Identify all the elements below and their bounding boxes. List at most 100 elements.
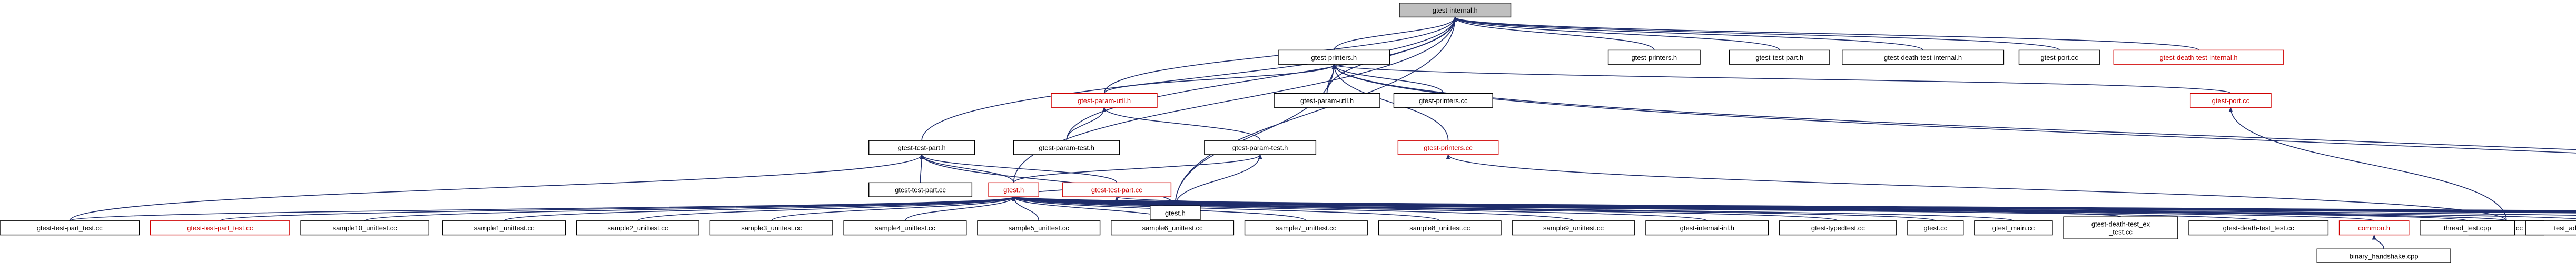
graph-node[interactable]: binary_handshake.cpp (2316, 248, 2451, 263)
graph-node-box (576, 220, 699, 236)
graph-node-box (2189, 93, 2272, 108)
graph-node[interactable]: gtest-test-part_test.cc (150, 220, 290, 236)
graph-node[interactable]: gtest-param-util.h (1051, 93, 1158, 108)
graph-node-box (1645, 220, 1769, 236)
dependency-edge (1453, 16, 1655, 50)
graph-node[interactable]: gtest-test-part_test.cc (0, 220, 140, 236)
graph-node[interactable]: gtest-death-test_test.cc (2188, 220, 2329, 236)
dependency-edge (1331, 64, 2576, 150)
graph-node-label: sample3_unittest.cc (741, 224, 802, 232)
dependency-edge (2372, 234, 2384, 249)
graph-node[interactable]: gtest-param-test.h (1204, 140, 1317, 155)
graph-node[interactable]: gtest-typedtest.cc (1779, 220, 1897, 236)
graph-node-box (1150, 205, 1201, 220)
graph-node[interactable]: gtest-printers.h (1607, 49, 1701, 65)
graph-node[interactable]: gtest-death-test_ex_test.cc (2063, 216, 2178, 239)
graph-node-label: gtest-death-test_test.cc (2223, 224, 2295, 232)
dependency-edge (1102, 107, 1261, 141)
graph-node-label: gtest.h (1003, 186, 1024, 194)
graph-node[interactable]: gtest-test-part.cc (1062, 182, 1172, 197)
graph-node-box (1974, 220, 2053, 236)
graph-node-box (988, 182, 1039, 197)
graph-node[interactable]: test_addon_manager.cpp (2525, 220, 2576, 236)
graph-node-label: sample4_unittest.cc (875, 224, 935, 232)
graph-node-label: gtest_main.cc (1992, 224, 2035, 232)
dependency-edge (364, 196, 1016, 221)
dependency-edge (920, 154, 1118, 183)
dependency-edge (1011, 196, 1440, 221)
graph-node[interactable]: common.h (2338, 220, 2410, 236)
graph-node-label: gtest-death-test-internal.h (2159, 54, 2237, 62)
dependency-edge (1012, 196, 2507, 221)
dependency-edge (1446, 154, 2507, 221)
graph-node[interactable]: gtest-death-test-internal.h (1842, 49, 2005, 65)
graph-node-label: gtest-internal.h (1433, 6, 1478, 14)
graph-node-box (1842, 49, 2005, 65)
graph-node-box (1512, 220, 1635, 236)
graph-node-label: gtest-test-part.cc (1091, 186, 1142, 194)
graph-node[interactable]: sample4_unittest.cc (843, 220, 967, 236)
dependency-edge (1012, 196, 1708, 221)
graph-node-label: gtest-test-part.h (898, 144, 946, 152)
dependency-edge (1175, 154, 1262, 206)
graph-node-box (1399, 3, 1512, 18)
dependency-edge (1332, 64, 2232, 94)
graph-node[interactable]: gtest-death-test-internal.h (2113, 49, 2284, 65)
graph-node-label: thread_test.cpp (2444, 224, 2491, 232)
graph-node[interactable]: gtest_main.cc (1974, 220, 2053, 236)
graph-node-label: gtest-internal-inl.h (1680, 224, 1734, 232)
graph-node[interactable]: gtest-param-test.h (1013, 140, 1120, 155)
graph-node-label: common.h (2358, 224, 2390, 232)
graph-node-box (1378, 220, 1502, 236)
graph-node[interactable]: sample10_unittest.cc (300, 220, 429, 236)
graph-node[interactable]: thread_test.cpp (2420, 220, 2515, 236)
graph-node-box (2018, 49, 2100, 65)
dependency-edge (1331, 64, 1449, 141)
graph-node[interactable]: gtest.cc (1907, 220, 1964, 236)
dependency-edge (1066, 16, 1457, 141)
graph-node[interactable]: sample5_unittest.cc (977, 220, 1101, 236)
graph-node-box (1729, 49, 1830, 65)
graph-node[interactable]: gtest-param-util.h (1274, 93, 1380, 108)
graph-node-label: _test.cc (2108, 228, 2133, 236)
graph-node[interactable]: gtest-printers.cc (1397, 140, 1499, 155)
dependency-edge (1066, 107, 1107, 141)
graph-node-label: sample9_unittest.cc (1543, 224, 1604, 232)
graph-node-box (1278, 49, 1390, 65)
graph-node[interactable]: gtest-internal-inl.h (1645, 220, 1769, 236)
graph-node[interactable]: gtest-port.cc (2189, 93, 2272, 108)
dependency-edge (920, 154, 1014, 183)
graph-node[interactable]: sample9_unittest.cc (1512, 220, 1635, 236)
graph-node[interactable]: gtest-test-part.h (1729, 49, 1830, 65)
dependency-edge (1012, 196, 2576, 211)
graph-node[interactable]: sample2_unittest.cc (576, 220, 699, 236)
graph-node-box (1244, 220, 1368, 236)
graph-node-label: sample5_unittest.cc (1009, 224, 1069, 232)
graph-node-box (300, 220, 429, 236)
graph-node-label: gtest.h (1165, 209, 1186, 217)
graph-node-label: gtest-param-test.h (1039, 144, 1094, 152)
graph-node[interactable]: gtest.h (988, 182, 1039, 197)
graph-node[interactable]: gtest-internal.h (1399, 3, 1512, 18)
graph-node[interactable]: gtest-printers.cc (1393, 93, 1493, 108)
graph-node-box (1393, 93, 1493, 108)
graph-node[interactable]: sample7_unittest.cc (1244, 220, 1368, 236)
graph-node-label: gtest-typedtest.cc (1811, 224, 1865, 232)
graph-node[interactable]: sample6_unittest.cc (1111, 220, 1235, 236)
graph-node-label: sample8_unittest.cc (1409, 224, 1470, 232)
graph-node-label: gtest-test-part.h (1755, 54, 1803, 62)
graph-node[interactable]: sample3_unittest.cc (709, 220, 833, 236)
graph-node[interactable]: gtest-test-part.h (868, 140, 975, 155)
graph-node[interactable]: gtest-printers.h (1278, 49, 1390, 65)
graph-node-label: gtest-printers.h (1631, 54, 1677, 62)
dependency-edge (920, 154, 1176, 206)
graph-node-box (868, 140, 975, 155)
graph-node-label: sample10_unittest.cc (333, 224, 398, 232)
dependency-edge (637, 196, 1016, 221)
graph-node-label: gtest-test-part_test.cc (37, 224, 103, 232)
graph-node[interactable]: gtest-test-part.cc (868, 182, 973, 197)
graph-node[interactable]: gtest.h (1150, 205, 1201, 220)
graph-node[interactable]: sample1_unittest.cc (442, 220, 566, 236)
graph-node[interactable]: sample8_unittest.cc (1378, 220, 1502, 236)
graph-node[interactable]: gtest-port.cc (2018, 49, 2100, 65)
